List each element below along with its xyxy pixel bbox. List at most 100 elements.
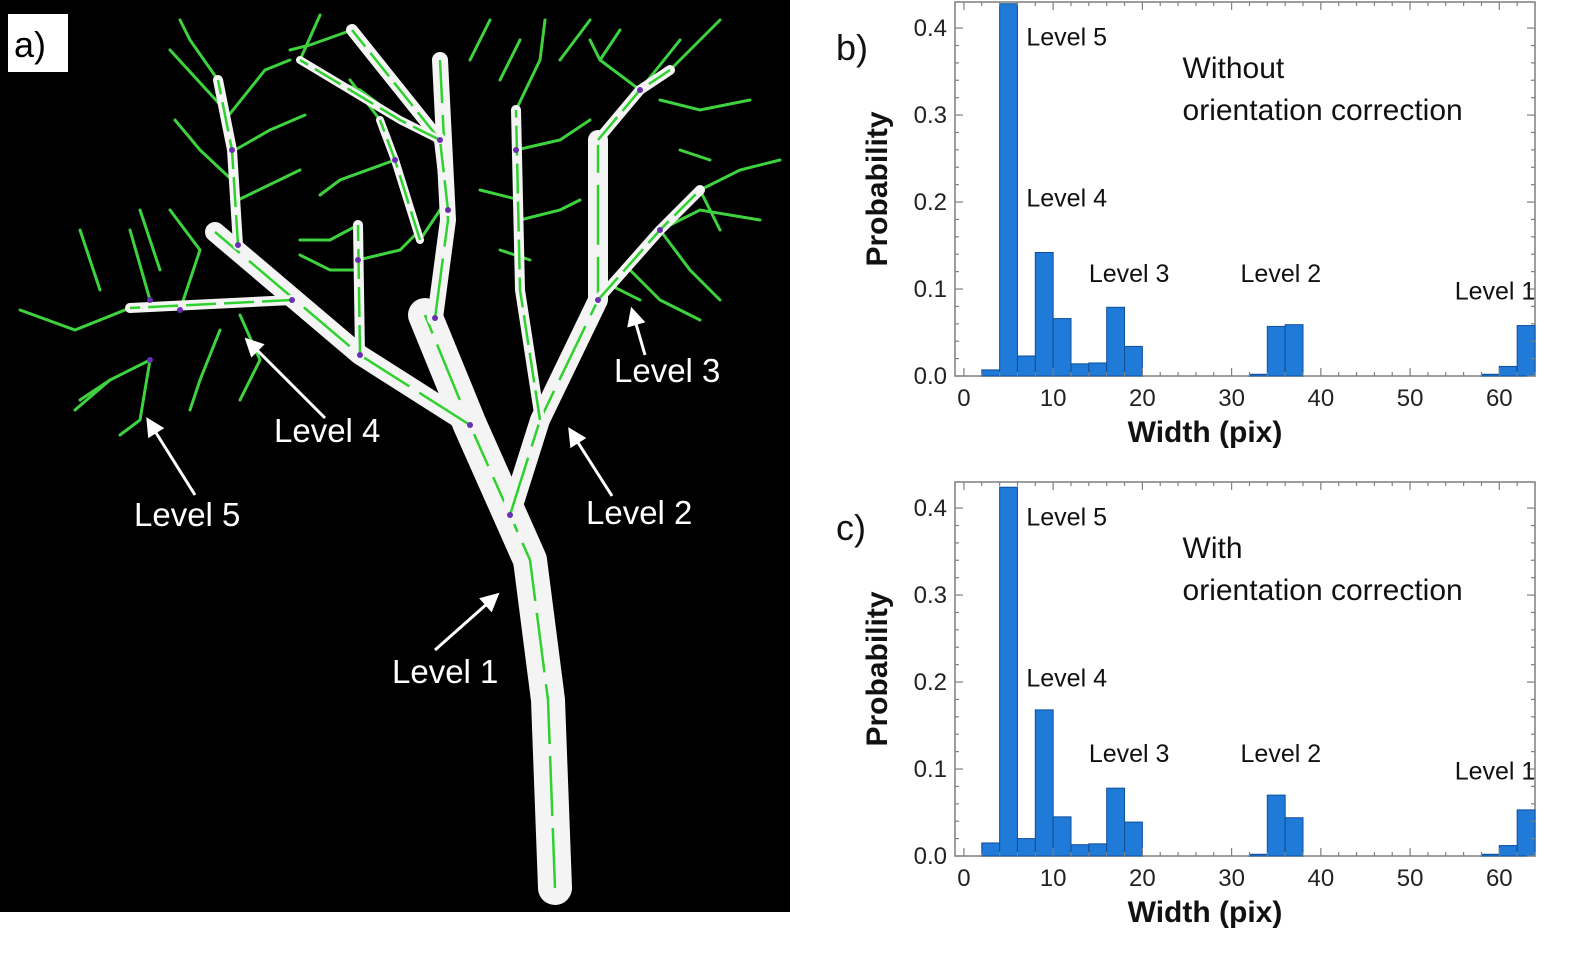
branch-node (437, 137, 443, 143)
twig-level-5 (168, 48, 227, 112)
y-tick-label: 0.2 (914, 669, 947, 696)
annotation-line-2: orientation correction (1183, 574, 1463, 607)
y-tick-label: 0.1 (914, 756, 947, 783)
branch-node (147, 297, 153, 303)
branch-node (357, 352, 363, 358)
branch-centerline (351, 29, 450, 211)
y-tick-label: 0.0 (914, 843, 947, 870)
histogram-bar (1016, 355, 1036, 377)
twig-level-5 (468, 18, 492, 62)
twig-level-5 (668, 18, 722, 72)
twig-level-5 (658, 228, 722, 302)
histogram-bar (1516, 809, 1536, 857)
level-label: Level 3 (1089, 740, 1170, 768)
x-tick-label: 50 (1397, 385, 1424, 412)
branch-node (637, 87, 643, 93)
plot-frame (954, 481, 1536, 857)
tree-label-level-5: Level 5 (134, 496, 240, 533)
branch-node (513, 147, 519, 153)
histogram-bar (1248, 373, 1268, 377)
y-tick-label: 0.3 (914, 102, 947, 129)
histogram-bar (1248, 853, 1268, 857)
twig-level-5 (178, 18, 220, 82)
arrow-line (245, 338, 327, 420)
tree-label-level-2: Level 2 (586, 494, 692, 531)
annotation-line-1: With (1183, 532, 1243, 565)
histogram-bar (981, 842, 1001, 857)
level-label: Level 2 (1241, 740, 1322, 768)
branch-node (467, 422, 473, 428)
x-tick-label: 10 (1040, 385, 1067, 412)
panel-label: b) (836, 27, 868, 68)
twig-level-5 (223, 58, 292, 122)
branch-centerline (508, 140, 600, 516)
twig-level-5 (173, 118, 234, 182)
x-tick-label: 50 (1397, 865, 1424, 892)
x-tick-label: 40 (1307, 385, 1334, 412)
level-label: Level 1 (1455, 277, 1536, 305)
x-tick-label: 0 (957, 865, 970, 892)
tree-skeleton-image: a) Level 1 Level 2 Level 3 Level 4 Level… (0, 0, 790, 912)
branch-node (235, 242, 241, 248)
twig-level-5 (598, 28, 622, 62)
x-tick-label: 10 (1040, 865, 1067, 892)
twig-level-5 (128, 228, 152, 302)
histogram-bar (1016, 838, 1036, 857)
histogram-bar (1284, 324, 1304, 377)
tree-label-level-3: Level 3 (614, 352, 720, 389)
twig-level-5 (514, 18, 547, 112)
level-label: Level 1 (1455, 757, 1536, 785)
histogram-bar (1088, 362, 1108, 377)
x-axis-label: Width (pix) (1128, 896, 1283, 929)
twig-level-5 (658, 98, 752, 112)
histogram-bar (1266, 794, 1286, 857)
histogram-bar (999, 486, 1018, 857)
twig-level-5 (236, 168, 302, 202)
branch-node (657, 227, 663, 233)
branch-node (147, 357, 153, 363)
histogram-bar (1480, 373, 1500, 377)
branch-centerline (423, 314, 557, 889)
histogram-bar (1052, 318, 1072, 377)
annotation-line-2: orientation correction (1183, 94, 1463, 127)
plot-frame (954, 1, 1536, 377)
histogram-bar (1052, 816, 1072, 857)
image-background (0, 0, 790, 912)
histogram-bar (1124, 345, 1143, 377)
x-tick-label: 20 (1129, 385, 1156, 412)
panel-a-label-box (8, 14, 68, 72)
histogram-bar (1106, 787, 1126, 857)
level-label: Level 5 (1026, 503, 1107, 531)
tree-label-level-1: Level 1 (392, 653, 498, 690)
level-label: Level 4 (1026, 184, 1107, 212)
branch-node (445, 207, 451, 213)
level-label: Level 4 (1026, 664, 1107, 692)
histogram-bar (981, 369, 1001, 377)
twig-level-5 (514, 118, 592, 152)
histogram-bar (1498, 845, 1518, 857)
histogram-bar (1284, 817, 1304, 857)
y-tick-label: 0.4 (914, 495, 947, 522)
twig-level-5 (188, 328, 222, 412)
y-tick-label: 0.3 (914, 582, 947, 609)
twig-level-5 (418, 208, 442, 242)
branch-node (355, 257, 361, 263)
twig-level-5 (318, 158, 397, 197)
branch-node (177, 307, 183, 313)
twig-level-5 (298, 223, 360, 242)
histogram-bar (1106, 306, 1126, 377)
twig-level-5 (698, 158, 782, 192)
twig-level-5 (73, 378, 112, 412)
histogram-bar (1070, 363, 1090, 377)
y-tick-label: 0.0 (914, 363, 947, 390)
twig-level-5 (233, 113, 307, 152)
twig-level-5 (698, 188, 722, 232)
twig-level-5 (298, 253, 360, 272)
branch-centerline (299, 58, 441, 142)
x-tick-label: 60 (1486, 385, 1513, 412)
panel-a-label: a) (14, 24, 46, 65)
x-tick-label: 20 (1129, 865, 1156, 892)
histogram-bar (1124, 821, 1143, 857)
